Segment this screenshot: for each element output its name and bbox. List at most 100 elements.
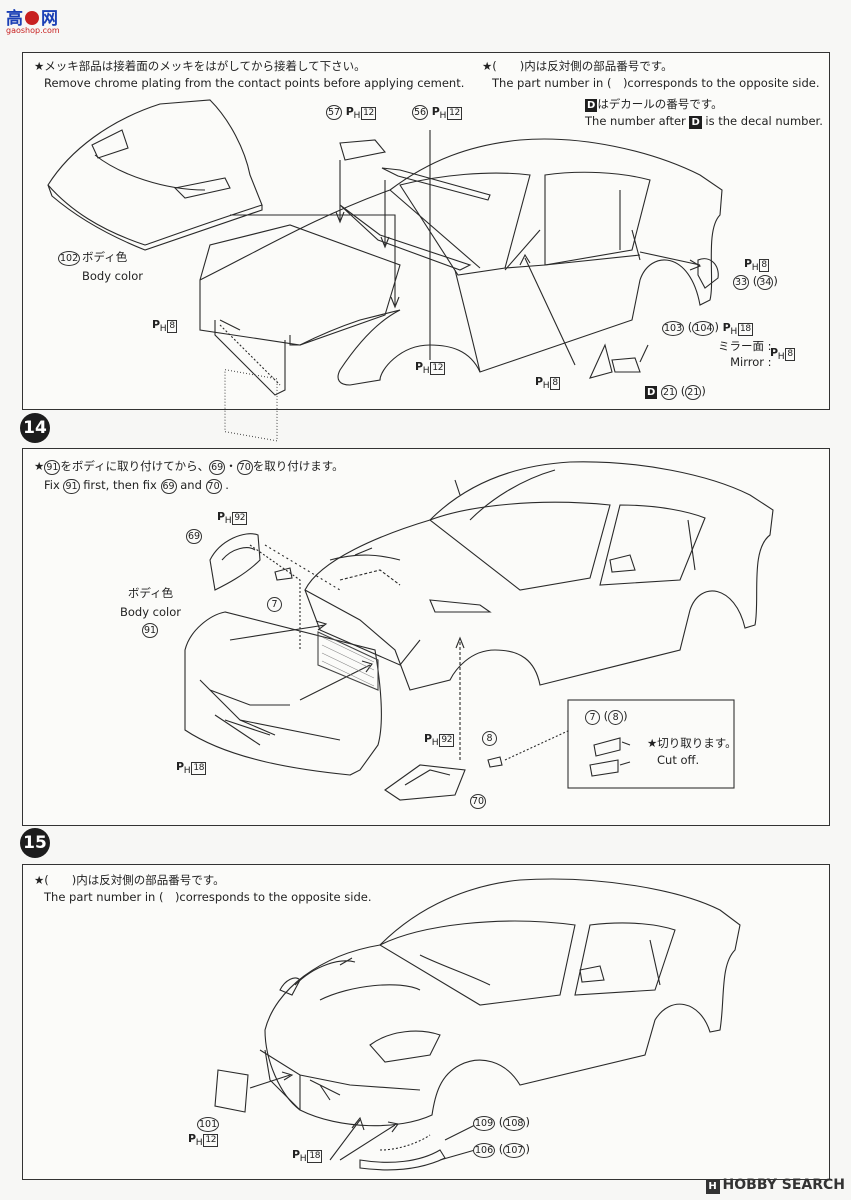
part-101-label: 101 — [197, 1116, 220, 1132]
part-109-circle: 109 — [473, 1116, 496, 1131]
part-69-circle: 69 — [186, 529, 203, 544]
ph8-box-d: 8 — [550, 377, 560, 390]
ph8-box-a: 8 — [167, 320, 177, 333]
decal-21-circle-a: 21 — [660, 385, 678, 400]
part-107-circle: 107 — [503, 1143, 526, 1158]
car-body-13 — [199, 138, 723, 386]
step-14-note-jp-b: をボディに取り付けてから、 — [60, 459, 210, 473]
note-69-circle: 69 — [209, 460, 226, 475]
side-skirt-70 — [384, 764, 466, 801]
ph12-box-c: 12 — [430, 362, 446, 375]
note-en-70-circle: 70 — [205, 479, 222, 494]
part-33-34-label: 33 (34) — [733, 274, 778, 290]
cut-off-label: ★切り取ります。 Cut off. — [647, 735, 737, 769]
part-91-label: 91 — [142, 622, 159, 638]
part-108-circle: 108 — [503, 1116, 526, 1131]
ph8-box-c: 8 — [785, 348, 795, 361]
headlight-15 — [369, 1030, 441, 1063]
hobby-search-text: HOBBY SEARCH — [722, 1177, 845, 1193]
step-15-panel — [22, 864, 830, 1180]
ph92-box-b: 92 — [439, 734, 455, 747]
watermark-char-2: 网 — [41, 9, 58, 29]
part-8-circle: 8 — [482, 731, 497, 746]
part-102-circle: 102 — [58, 251, 81, 266]
part-104-circle: 104 — [692, 321, 715, 336]
part-56-circle: 56 — [412, 105, 429, 120]
watermark-char-1: 高 — [6, 9, 23, 29]
front-bumper-91 — [184, 611, 382, 776]
step-15-note-en: The part number in ( )corresponds to the… — [44, 890, 372, 904]
inset-7-circle: 7 — [585, 710, 600, 725]
opposite-note-en: The part number in ( )corresponds to the… — [492, 76, 820, 90]
body-color-label-13: ボディ色 Body color — [82, 248, 143, 286]
part-101-circle: 101 — [197, 1117, 220, 1132]
part-70-circle: 70 — [470, 794, 487, 809]
chrome-note-en: Remove chrome plating from the contact p… — [44, 76, 465, 90]
note-70-circle: 70 — [236, 460, 253, 475]
part-8-label: 8 — [482, 730, 497, 746]
ph18-box-15: 18 — [307, 1150, 323, 1163]
part-109-108-label: 109 (108) — [473, 1115, 530, 1131]
decal-marker-2: D — [689, 116, 702, 129]
chrome-note-jp: ★メッキ部品は接着面のメッキをはがしてから接着して下さい。 — [34, 59, 366, 73]
ph8-box-b: 8 — [759, 259, 769, 272]
hobby-search-logo-icon: H — [705, 1180, 720, 1194]
body-color-jp-13: ボディ色 — [82, 250, 128, 264]
part-103-circle: 103 — [662, 321, 685, 336]
ph18-box-13: 18 — [737, 323, 753, 336]
part-102-label: 102 — [58, 250, 81, 266]
part-7-8-inset-label: 7 (8) — [585, 709, 628, 725]
part-33-circle: 33 — [733, 275, 750, 290]
ph12-box-a: 12 — [361, 107, 376, 120]
cut-off-en: Cut off. — [657, 753, 700, 767]
part-34-circle: 34 — [757, 275, 774, 290]
part-70-label: 70 — [470, 793, 487, 809]
step-15-number: 15 — [20, 828, 50, 858]
decal-21-circle-b: 21 — [685, 385, 702, 400]
watermark-ball-icon — [25, 11, 39, 25]
ph92-box-a: 92 — [232, 512, 248, 525]
decal-marker-3: D — [645, 386, 658, 399]
note-en-69-circle: 69 — [160, 479, 177, 494]
body-color-jp-14: ボディ色 — [127, 586, 174, 600]
cut-off-jp: ★切り取ります。 — [647, 736, 737, 750]
decal-21-label: D 21 (21) — [645, 384, 706, 400]
hood-part — [47, 99, 263, 246]
body-color-en-13: Body color — [82, 269, 144, 283]
license-plate-101 — [214, 1069, 249, 1113]
step-15-note-jp: ★( )内は反対側の部品番号です。 — [34, 873, 225, 887]
part-91-circle: 91 — [142, 623, 159, 638]
watermark-url: gaoshop.com — [6, 26, 60, 35]
step-14-number: 14 — [20, 413, 50, 443]
mirror-label: ミラー面 : Mirror : — [718, 338, 772, 370]
body-color-label-14: ボディ色 Body color — [120, 584, 181, 622]
step-14-note-jp-c: を取り付けます。 — [252, 459, 344, 473]
ph12-box-b: 12 — [447, 107, 462, 120]
step-14-panel — [22, 448, 830, 826]
car-body-14 — [304, 461, 774, 691]
decal-note-en-b: is the decal number. — [705, 114, 823, 128]
part-7-circle: 7 — [267, 597, 282, 612]
decal-note-jp: はデカールの番号です。 — [597, 97, 723, 111]
part-69-label: 69 — [186, 528, 203, 544]
body-color-en-14: Body color — [120, 605, 182, 619]
ph12-box-15: 12 — [203, 1134, 219, 1147]
watermark-logo: 高网 gaoshop.com — [6, 4, 60, 35]
